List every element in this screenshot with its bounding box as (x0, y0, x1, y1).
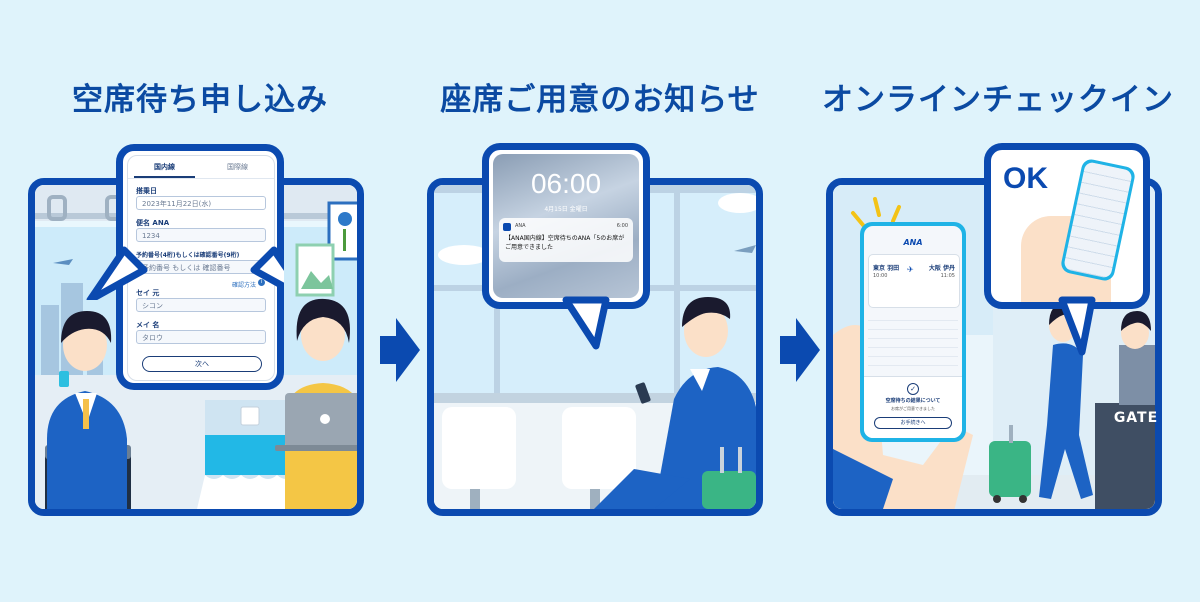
departure-time: 10:00 (873, 273, 888, 279)
ana-app-icon (503, 223, 511, 231)
tab-international[interactable]: 国際線 (227, 163, 248, 171)
ok-label: OK (1003, 162, 1048, 195)
flight-label: 便名 ANA (136, 219, 170, 227)
mei-label: メイ 名 (136, 321, 160, 329)
sei-label: セイ 元 (136, 289, 160, 297)
reservation-label: 予約番号(4桁)もしくは確認番号(9桁) (136, 252, 240, 259)
form-bubble-tails (86, 246, 284, 300)
lockscreen-time: 06:00 (530, 168, 602, 199)
notification-bubble-tail (562, 296, 610, 350)
proceed-button[interactable]: お手続きへ (874, 417, 952, 429)
gate-sign: GATE (1113, 410, 1159, 426)
notification-app-name: ANA (515, 223, 526, 229)
notice-subtext: お席がご用意できました (891, 406, 935, 411)
arrival-city: 大阪 伊丹 (928, 265, 955, 272)
next-button[interactable]: 次へ (142, 356, 262, 372)
boarding-date-field[interactable]: 2023年11月22日(水) (136, 196, 266, 210)
mei-field[interactable]: タロウ (136, 330, 266, 344)
departure-city: 東京 羽田 (873, 265, 900, 272)
flight-number-field[interactable]: 1234 (136, 228, 266, 242)
next-step-arrow-2 (780, 318, 820, 382)
arrival-time: 11:05 (940, 273, 955, 279)
sei-field[interactable]: シコン (136, 298, 266, 312)
step-title-online-checkin: オンラインチェックイン (822, 82, 1174, 118)
plane-icon: ✈ (907, 265, 914, 274)
notification-bubble: 06:00 4月15日 金曜日 ANA 6:00 【ANA国内線】空席待ちのAN… (482, 143, 650, 309)
checkin-phone: ANA 東京 羽田 大阪 伊丹 10:00 11:05 ✈ ✓ 空席待ちの結果に… (860, 222, 966, 442)
boarding-date-label: 搭乗日 (136, 187, 157, 195)
tab-domestic-underline (134, 176, 195, 178)
boarding-card[interactable]: 東京 羽田 大阪 伊丹 10:00 11:05 ✈ (868, 254, 960, 308)
ok-bubble: OK (984, 143, 1150, 309)
step-title-seat-notice: 座席ご用意のお知らせ (440, 82, 760, 118)
notice-text: 空席待ちの結果について (885, 398, 941, 404)
waitlist-result-card: ✓ 空席待ちの結果について お席がご用意できました お手続きへ (864, 376, 962, 438)
info-icon: i (258, 279, 265, 286)
ok-phone (1059, 157, 1137, 283)
app-logo: ANA (903, 238, 923, 247)
checkin-phone-screen: ANA 東京 羽田 大阪 伊丹 10:00 11:05 ✈ ✓ 空席待ちの結果に… (864, 226, 962, 438)
notification-card[interactable]: ANA 6:00 【ANA国内線】空席待ちのANA「5のお席が ご用意できました (499, 218, 633, 262)
next-step-arrow-1 (380, 318, 420, 382)
step-title-waitlist: 空席待ち申し込み (72, 82, 328, 118)
lockscreen-date: 4月15日 金曜日 (544, 206, 588, 213)
check-circle-icon: ✓ (907, 383, 919, 395)
notification-text: 【ANA国内線】空席待ちのANA「5のお席が ご用意できました (505, 235, 625, 251)
notification-time: 6:00 (616, 223, 628, 229)
tab-domestic[interactable]: 国内線 (154, 163, 175, 171)
info-rows (868, 312, 958, 372)
ok-bubble-tail (1058, 296, 1096, 356)
help-link[interactable]: 確認方法 (232, 282, 257, 289)
